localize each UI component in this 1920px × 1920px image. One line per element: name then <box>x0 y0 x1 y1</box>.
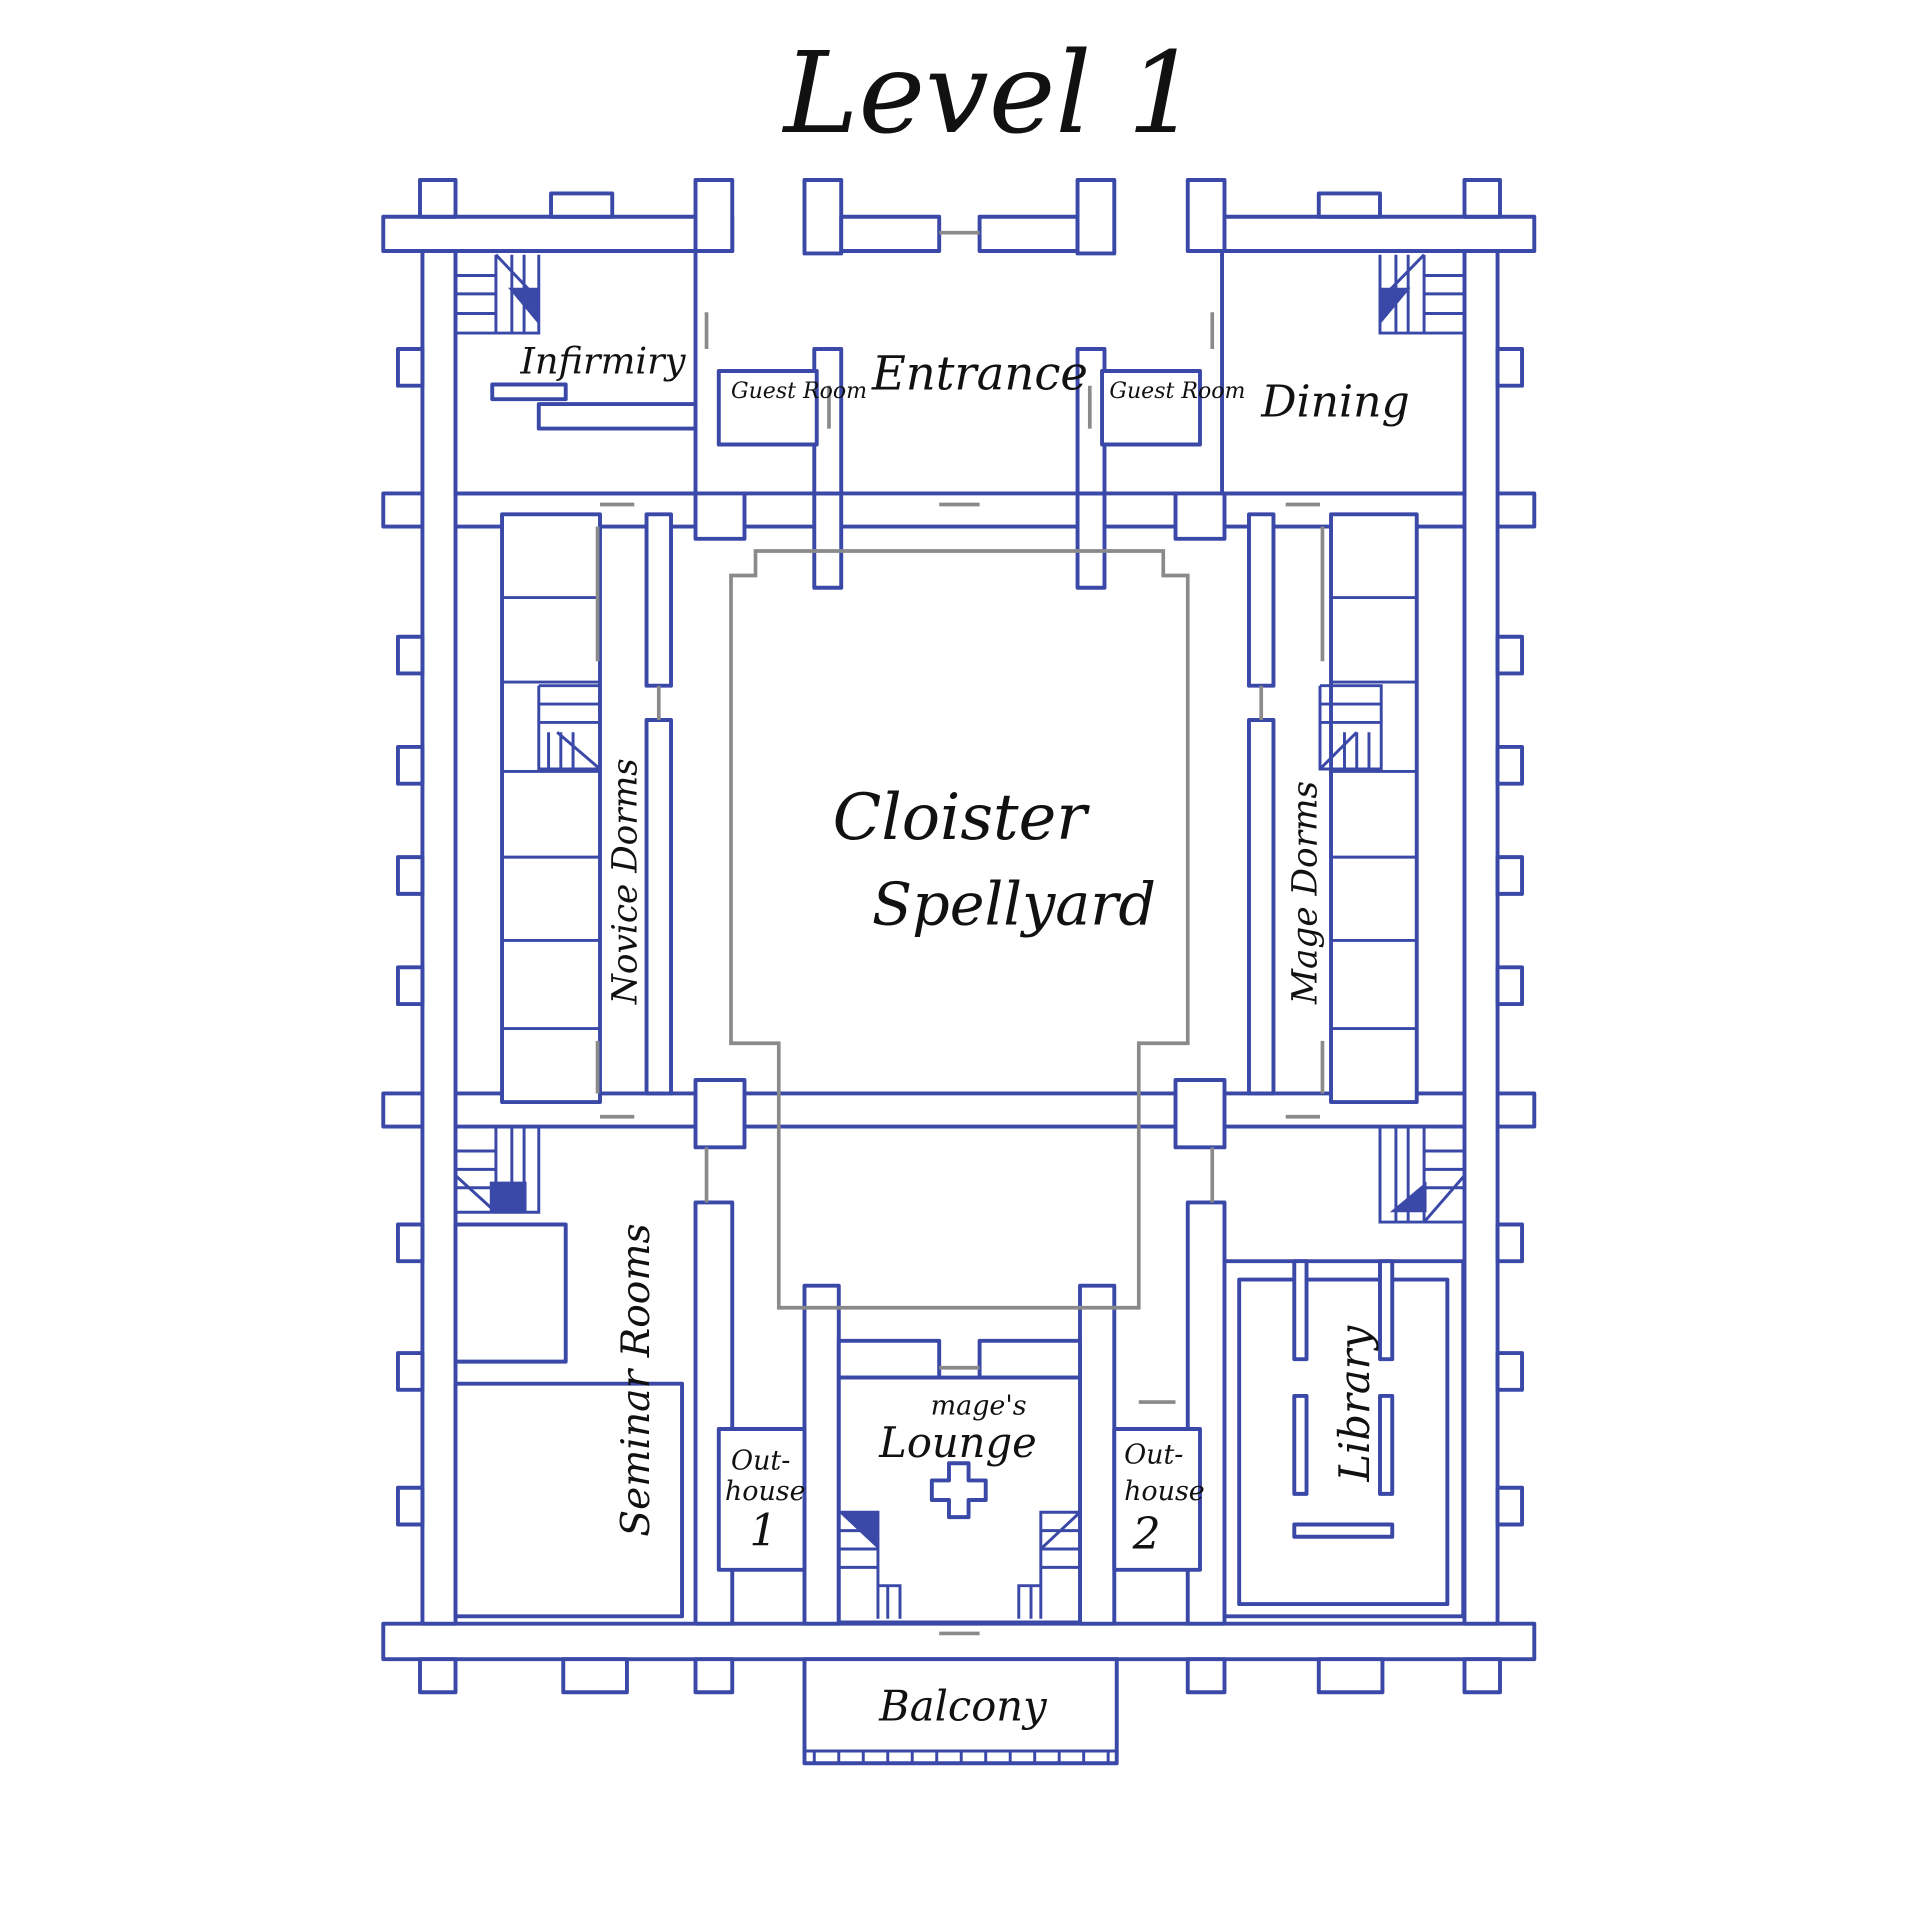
label-guest-room-left: Guest Room <box>731 379 867 404</box>
label-text: Guest Room <box>1109 379 1245 404</box>
label-outhouse2-line3: 2 <box>1132 1509 1161 1560</box>
label-dining: Dining <box>1260 376 1410 427</box>
label-outhouse2-line1: Out- <box>1124 1439 1183 1470</box>
label-novice-dorms: Novice Dorms <box>606 758 646 1005</box>
label-entrance: Entrance <box>871 346 1088 400</box>
staircase-icon <box>1378 1126 1466 1224</box>
label-infirmary: Infirmiry <box>519 339 686 382</box>
label-guest-room-right: Guest Room <box>1109 379 1245 404</box>
room-labels: Infirmiry Guest Room Guest Room Entrance… <box>519 339 1409 1730</box>
label-spellyard: Spellyard <box>872 869 1156 938</box>
label-library: Library <box>1330 1325 1379 1482</box>
staircase-icon <box>454 1126 541 1214</box>
label-mage-dorms: Mage Dorms <box>1285 781 1325 1005</box>
staircase-icon <box>454 253 541 335</box>
doors <box>595 230 1325 1636</box>
label-lounge-line1: mage's <box>931 1390 1027 1421</box>
staircase-icon <box>838 1510 1082 1619</box>
label-outhouse1-line3: 1 <box>749 1505 777 1556</box>
staircase-icon <box>1318 684 1383 771</box>
cloister-outline <box>729 549 1190 1310</box>
label-outhouse1-line2: house <box>725 1476 806 1507</box>
label-balcony: Balcony <box>878 1681 1047 1730</box>
cross-icon <box>929 1461 988 1520</box>
label-lounge-line2: Lounge <box>878 1418 1037 1467</box>
walls <box>381 178 1537 1695</box>
label-outhouse2-line2: house <box>1124 1476 1205 1507</box>
label-seminar-rooms: Seminar Rooms <box>614 1223 659 1536</box>
staircase-icon <box>1378 253 1466 335</box>
rooms <box>453 249 1467 1766</box>
label-cloister: Cloister <box>833 781 1091 855</box>
map-title: Level 1 <box>782 27 1199 159</box>
label-outhouse1-line1: Out- <box>731 1445 790 1476</box>
staircase-icon <box>537 684 602 771</box>
label-text: Guest Room <box>731 379 867 404</box>
